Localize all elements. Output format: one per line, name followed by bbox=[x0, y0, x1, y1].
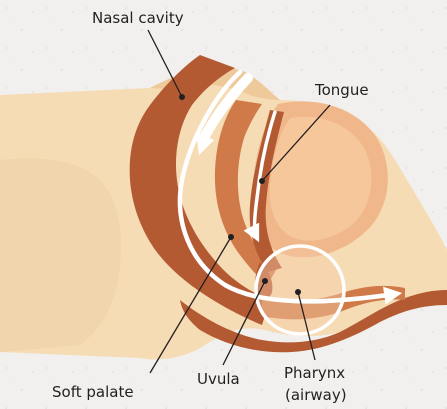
pharynx-label: Pharynx bbox=[284, 364, 345, 382]
soft-palate-label: Soft palate bbox=[52, 383, 134, 401]
uvula-label: Uvula bbox=[197, 370, 240, 388]
nasal-cavity-label: Nasal cavity bbox=[92, 9, 184, 27]
pharynx-sublabel: (airway) bbox=[285, 386, 347, 404]
tongue-label: Tongue bbox=[314, 81, 369, 99]
